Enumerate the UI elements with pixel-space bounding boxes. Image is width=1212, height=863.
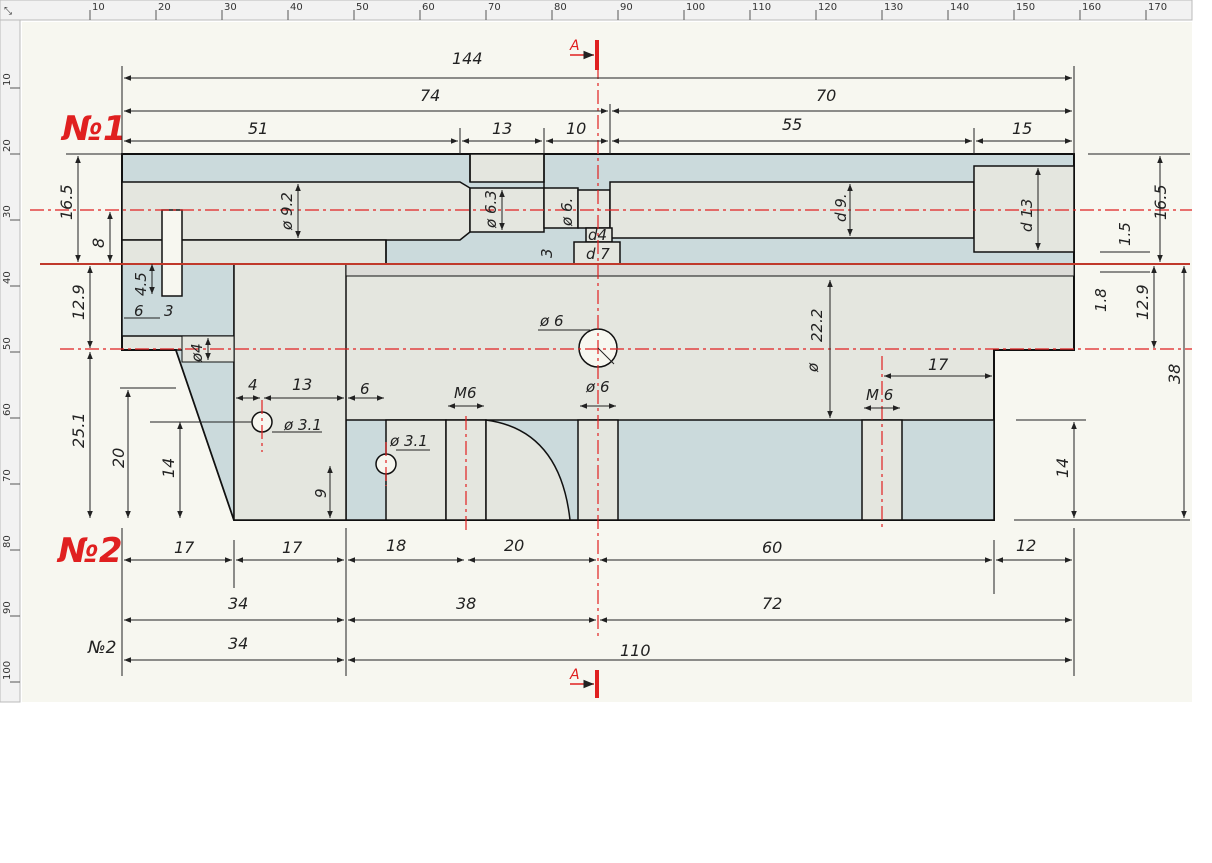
dim-15: 15 xyxy=(1012,119,1032,138)
dim-70: 70 xyxy=(816,86,836,105)
dim-dia-9: d 9. xyxy=(832,193,850,222)
dim-b18: 18 xyxy=(386,536,406,555)
dim-dia-22-2: 22.2 xyxy=(808,309,826,342)
dim-dia-4: ø4 xyxy=(188,343,206,363)
dim-dia-3-1-b: ø 3.1 xyxy=(389,432,428,450)
dim-10: 10 xyxy=(566,119,586,138)
dim-6-left: 6 xyxy=(134,302,144,320)
dim-38: 38 xyxy=(1165,364,1184,384)
top-ruler-label: 80 xyxy=(554,2,567,13)
section-marker-bottom: A xyxy=(569,667,599,698)
top-ruler-label: 130 xyxy=(884,2,903,13)
top-ruler-label: 60 xyxy=(422,2,435,13)
svg-text:A: A xyxy=(569,667,580,683)
dim-dia-6-top: ø 6. xyxy=(558,198,576,227)
part1-label: №1 xyxy=(60,109,127,149)
center-lines xyxy=(30,40,1192,640)
top-ruler-label: 140 xyxy=(950,2,969,13)
dim-b38: 38 xyxy=(456,594,476,613)
dim-4-5: 4.5 xyxy=(132,272,150,296)
dim-1-5: 1.5 xyxy=(1116,222,1134,246)
top-dimension-lines xyxy=(121,66,1075,154)
dim-b72: 72 xyxy=(762,594,782,613)
dim-dia-sym: ø xyxy=(804,362,822,373)
left-ruler-label: 100 xyxy=(2,661,13,680)
part2-label: №2 xyxy=(56,531,123,571)
dim-16-5-right: 16.5 xyxy=(1151,184,1170,220)
dim-3: 3 xyxy=(538,248,556,258)
bottom-dimension-lines xyxy=(121,317,1075,676)
dim-16-5-left: 16.5 xyxy=(57,184,76,220)
left-ruler-label: 20 xyxy=(2,139,13,152)
top-ruler-label: 90 xyxy=(620,2,633,13)
dim-b60: 60 xyxy=(762,538,782,557)
dim-c110: 110 xyxy=(620,641,651,660)
left-ruler-label: 70 xyxy=(2,469,13,482)
dim-51: 51 xyxy=(248,119,268,138)
dim-4-mid: 4 xyxy=(248,376,258,394)
ruler-corner-icon[interactable]: ⤡ xyxy=(4,6,12,17)
left-ruler-label: 30 xyxy=(2,205,13,218)
dim-13-top: 13 xyxy=(492,119,512,138)
dim-12-9-left: 12.9 xyxy=(69,284,88,320)
dim-13-mid: 13 xyxy=(292,375,312,394)
dim-dia-6-3: ø 6.3 xyxy=(482,190,500,229)
dim-b12: 12 xyxy=(1016,536,1036,555)
left-ruler-label: 80 xyxy=(2,535,13,548)
dim-17-right: 17 xyxy=(928,355,949,374)
dim-dia-13: d 13 xyxy=(1018,199,1036,232)
dim-12-9-right: 12.9 xyxy=(1133,284,1152,320)
dim-b34: 34 xyxy=(228,594,248,613)
dim-3-left: 3 xyxy=(164,302,174,320)
dim-14-left: 14 xyxy=(159,458,178,478)
dim-dia-9-2: ø 9.2 xyxy=(278,192,296,231)
dim-m6-right: M 6 xyxy=(866,386,893,404)
top-ruler-label: 160 xyxy=(1082,2,1101,13)
dim-b17-b: 17 xyxy=(282,538,303,557)
dim-d7: d 7 xyxy=(586,245,610,263)
dim-55: 55 xyxy=(782,115,802,134)
left-ruler[interactable]: 10 20 30 40 50 60 70 80 90 100 xyxy=(0,19,21,703)
dim-b17-a: 17 xyxy=(174,538,195,557)
dim-dia-3-1-a: ø 3.1 xyxy=(283,416,322,434)
dim-9: 9 xyxy=(312,488,330,498)
top-ruler-label: 20 xyxy=(158,2,171,13)
left-ruler-label: 10 xyxy=(2,73,13,86)
dim-dia-6-low: ø 6 xyxy=(585,378,610,396)
top-ruler-label: 40 xyxy=(290,2,303,13)
dim-c34: 34 xyxy=(228,634,248,653)
top-ruler[interactable]: 10 20 30 40 50 60 70 80 90 100 110 120 130 140 150 160 1… xyxy=(0,0,1193,21)
dim-20-left: 20 xyxy=(109,448,128,468)
top-ruler-label: 50 xyxy=(356,2,369,13)
dim-d4: d4 xyxy=(588,226,607,244)
svg-text:A: A xyxy=(569,38,580,54)
dim-6-mid: 6 xyxy=(360,380,370,398)
left-ruler-label: 90 xyxy=(2,601,13,614)
left-ruler-label: 60 xyxy=(2,403,13,416)
top-ruler-label: 170 xyxy=(1148,2,1167,13)
dim-25-1: 25.1 xyxy=(69,412,88,448)
top-ruler-label: 10 xyxy=(92,2,105,13)
left-ruler-label: 50 xyxy=(2,337,13,350)
dim-8: 8 xyxy=(89,238,108,248)
top-ruler-label: 70 xyxy=(488,2,501,13)
dim-74: 74 xyxy=(420,86,440,105)
top-ruler-label: 110 xyxy=(752,2,771,13)
dim-dia-6-mid: ø 6 xyxy=(539,312,564,330)
top-ruler-label: 30 xyxy=(224,2,237,13)
top-ruler-label: 150 xyxy=(1016,2,1035,13)
dim-m6-left: M6 xyxy=(454,384,477,402)
dim-144: 144 xyxy=(452,49,483,68)
vertical-dimension-lines xyxy=(66,153,1190,521)
left-ruler-label: 40 xyxy=(2,271,13,284)
dim-1-8: 1.8 xyxy=(1092,288,1110,312)
dimension-texts: 144 74 70 51 13 10 55 15 16.5 8 ø 9.2 ø … xyxy=(57,49,1184,660)
part2-small-label: №2 xyxy=(87,638,117,658)
dim-b20: 20 xyxy=(504,536,524,555)
dim-14-right: 14 xyxy=(1053,458,1072,478)
top-ruler-label: 100 xyxy=(686,2,705,13)
top-ruler-label: 120 xyxy=(818,2,837,13)
section-marker-top: A xyxy=(569,38,599,70)
